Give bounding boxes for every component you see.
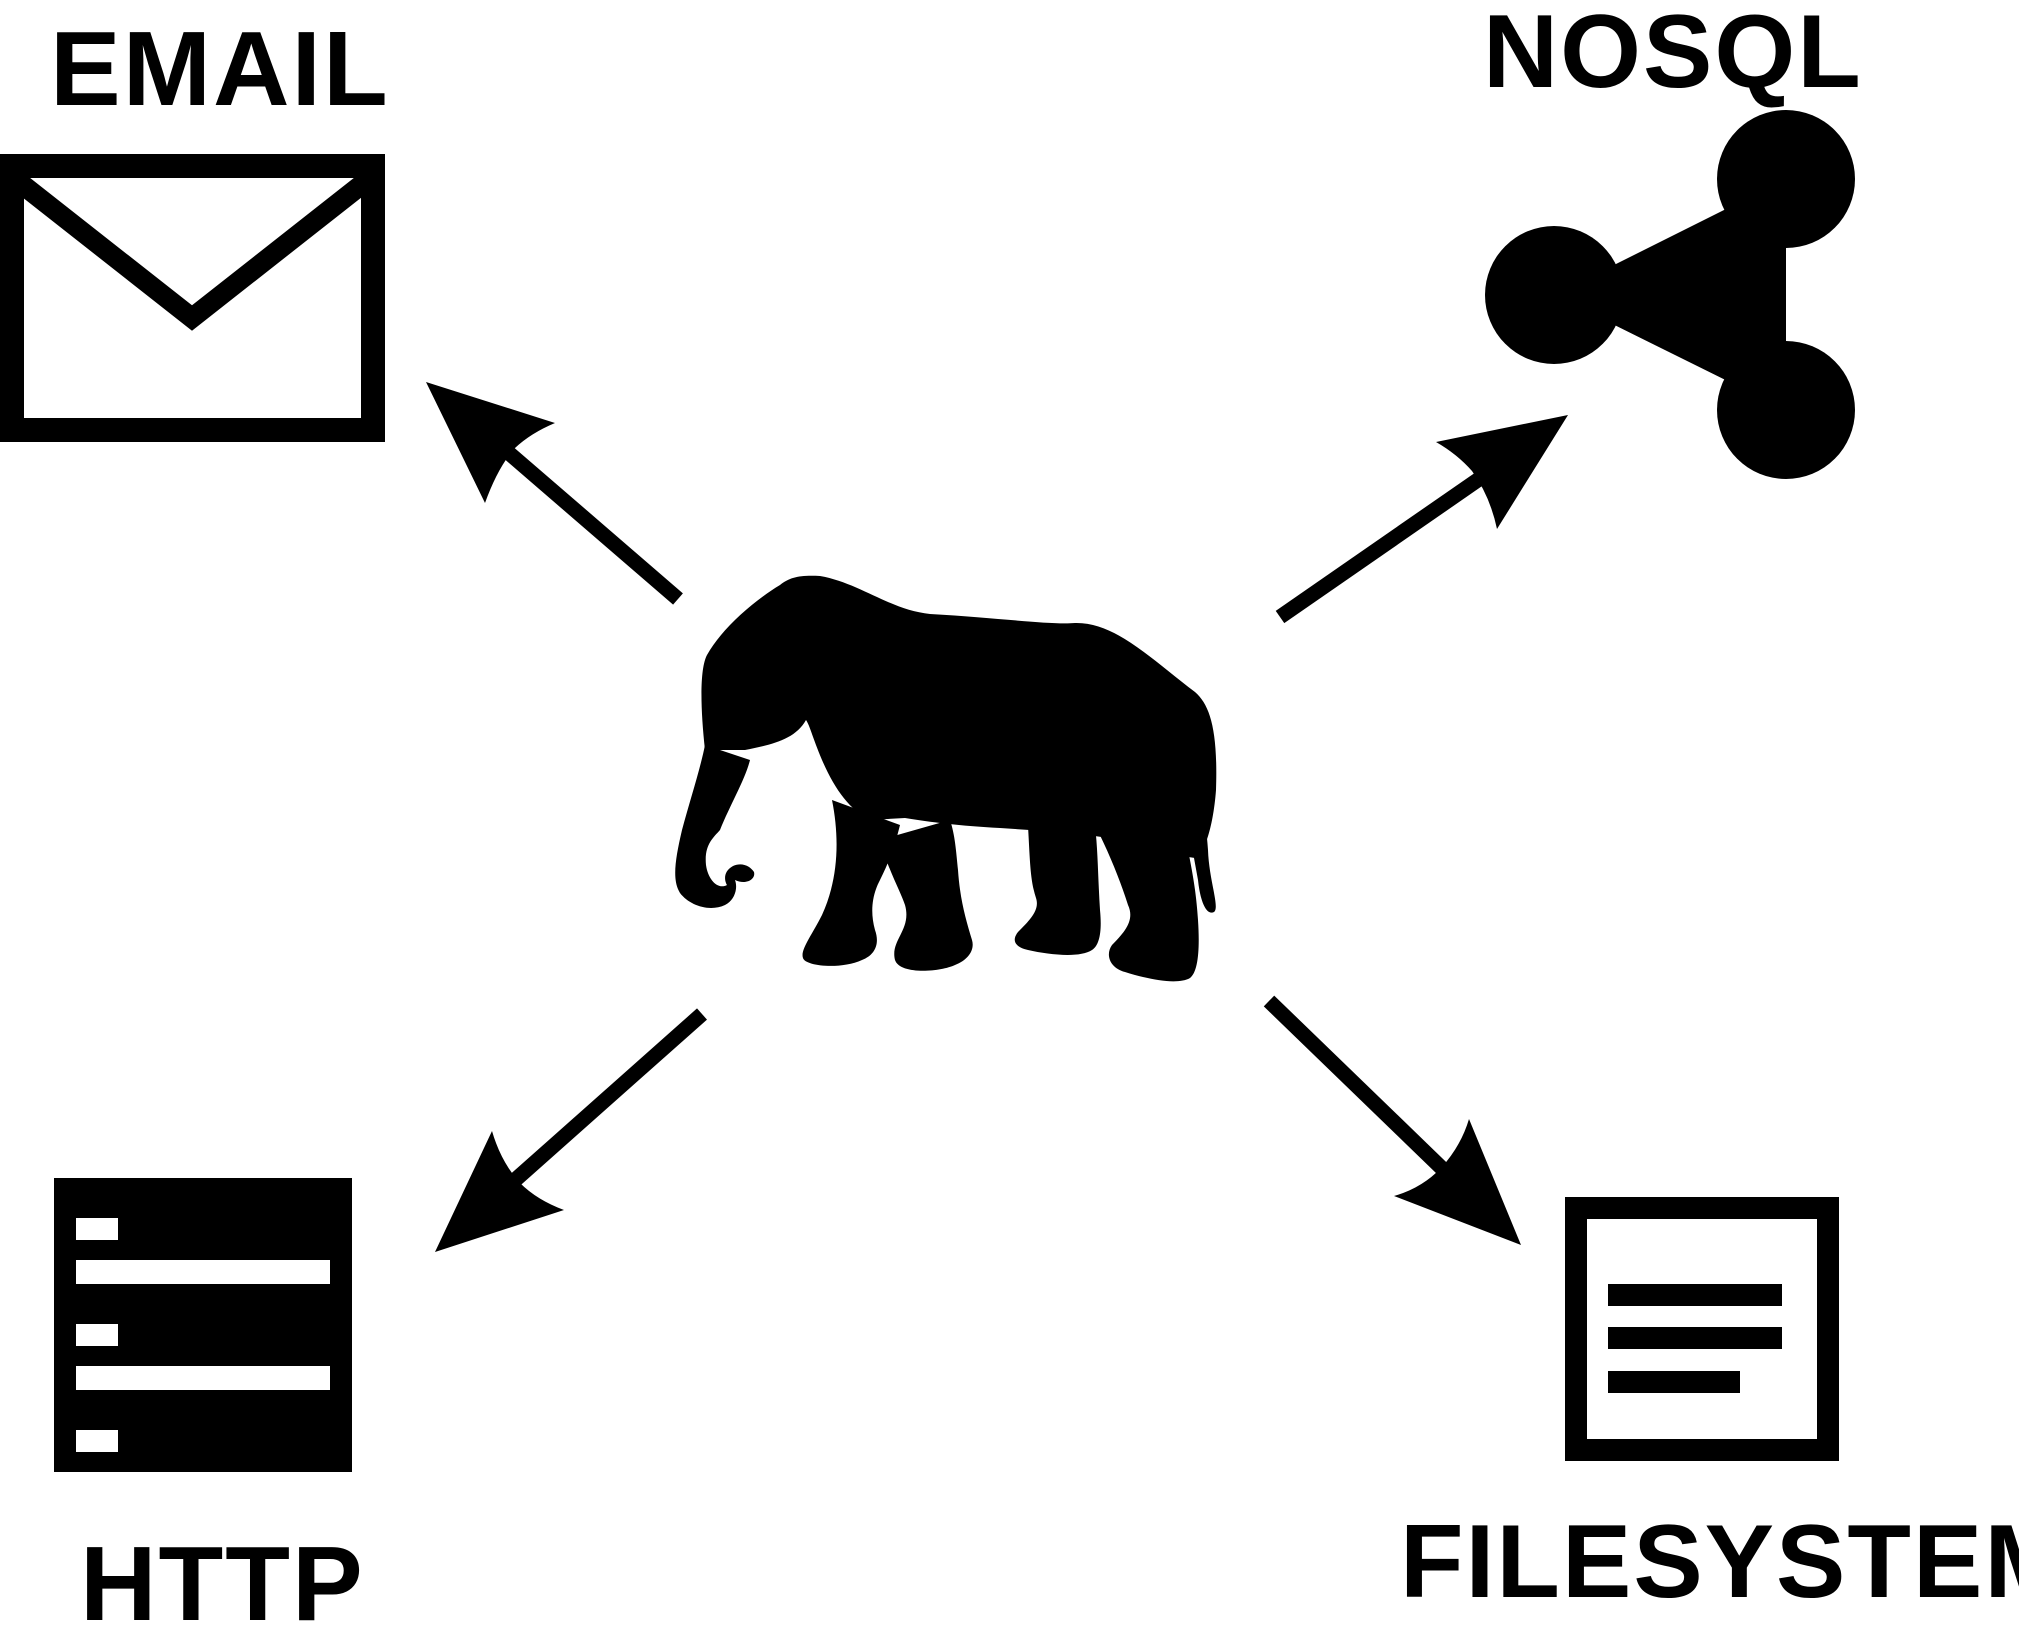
arrow-to-filesystem (1263, 995, 1521, 1245)
server-rack-icon (54, 1178, 352, 1472)
arrow-to-email (426, 382, 683, 605)
filesystem-label: FILESYSTEM (1400, 1504, 2019, 1620)
arrow-to-http (435, 1008, 707, 1252)
arrow-to-nosql (1275, 415, 1568, 624)
envelope-icon (0, 154, 385, 442)
email-label: EMAIL (50, 10, 390, 128)
nosql-label: NOSQL (1483, 0, 1863, 110)
share-network-icon (1485, 110, 1855, 479)
document-icon (1565, 1197, 1839, 1461)
elephant-icon (675, 575, 1217, 982)
http-label: HTTP (80, 1525, 365, 1643)
